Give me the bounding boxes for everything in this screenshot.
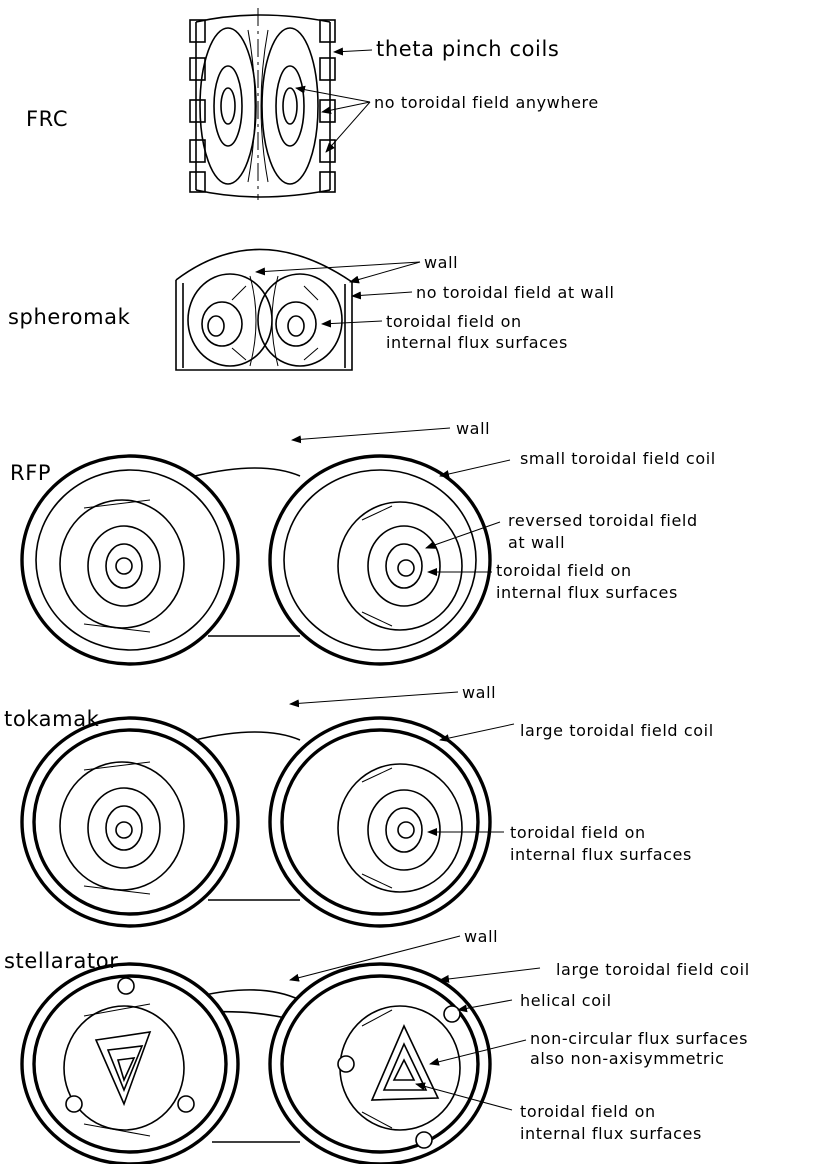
rfp-label-internal: internal flux surfaces	[496, 583, 678, 602]
tokamak-label-internal: internal flux surfaces	[510, 845, 692, 864]
rfp-label-wall: wall	[456, 419, 490, 438]
rfp-label-toroidal: toroidal field on	[496, 561, 632, 580]
stellarator-label-coil: large toroidal field coil	[556, 960, 750, 979]
frc-label-no-toroidal: no toroidal field anywhere	[374, 93, 599, 112]
frc-drawing	[190, 8, 372, 200]
frc-label-coils: theta pinch coils	[376, 37, 559, 61]
rfp-label-coil: small toroidal field coil	[520, 449, 716, 468]
rfp-title: RFP	[10, 461, 51, 485]
spheromak-title: spheromak	[8, 305, 131, 329]
tokamak-title: tokamak	[4, 707, 100, 731]
spheromak-label-wall: wall	[424, 253, 458, 272]
rfp-label-reversed: reversed toroidal field	[508, 511, 698, 530]
stellarator-label-wall: wall	[464, 927, 498, 946]
frc-title: FRC	[26, 107, 68, 131]
stellarator-label-internal: internal flux surfaces	[520, 1124, 702, 1143]
stellarator-label-noncircular: non-circular flux surfaces	[530, 1029, 748, 1048]
tokamak-label-toroidal: toroidal field on	[510, 823, 646, 842]
stellarator-title: stellarator	[4, 949, 118, 973]
tokamak-label-wall: wall	[462, 683, 496, 702]
stellarator-label-helical: helical coil	[520, 991, 612, 1010]
spheromak-label-internal: internal flux surfaces	[386, 333, 568, 352]
stellarator-label-nonaxisym: also non-axisymmetric	[530, 1049, 725, 1068]
rfp-label-at-wall: at wall	[508, 533, 565, 552]
tokamak-label-coil: large toroidal field coil	[520, 721, 714, 740]
spheromak-drawing	[176, 249, 420, 370]
spheromak-label-toroidal: toroidal field on	[386, 312, 522, 331]
spheromak-label-no-toroidal: no toroidal field at wall	[416, 283, 615, 302]
rfp-drawing	[22, 428, 510, 664]
stellarator-label-toroidal: toroidal field on	[520, 1102, 656, 1121]
